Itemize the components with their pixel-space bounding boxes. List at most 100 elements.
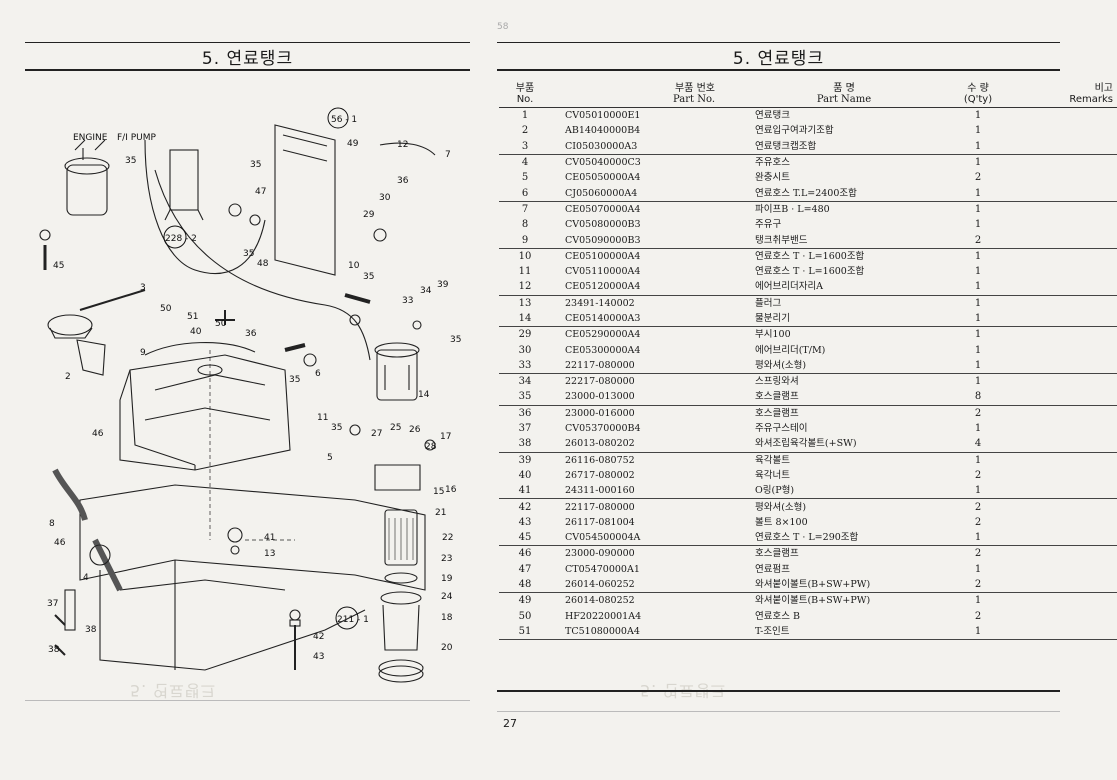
bracket-column: [169, 149, 199, 211]
callout-label: 23: [441, 554, 452, 564]
cell-part-name: 연료탱크캡조합: [737, 138, 933, 155]
cell-remarks: [1023, 436, 1117, 453]
cell-remarks: [1023, 530, 1117, 547]
cell-part-number: CE05100000A4: [565, 250, 641, 262]
left-bottom-rule: [25, 700, 470, 701]
cell-quantity: 1: [974, 563, 982, 575]
cell-item-no: 30: [518, 344, 532, 356]
cell-part-number: 23000-090000: [565, 548, 635, 560]
cell-quantity: 1: [933, 279, 1023, 296]
cell-quantity: 1: [974, 219, 982, 231]
bleed-through-text-right: 5. 연료탱크: [640, 681, 727, 700]
cell-part-number: CJ05060000A4: [551, 185, 737, 202]
callout-label: 6: [315, 369, 321, 379]
right-page-title: 5. 연료탱크: [732, 49, 825, 69]
header-part-no-en: Part No.: [673, 94, 715, 105]
cell-remarks: [1023, 609, 1117, 624]
cell-remarks: [1023, 327, 1117, 343]
retaining-ring: [378, 659, 424, 677]
cell-quantity: 2: [933, 232, 1023, 249]
cell-remarks: [1023, 515, 1117, 530]
cell-quantity: 1: [974, 250, 982, 262]
header-remarks-en: Remarks: [1069, 94, 1113, 105]
cell-quantity: 1: [933, 138, 1023, 155]
cell-quantity: 1: [933, 185, 1023, 202]
callout-label: 24: [441, 592, 453, 602]
page-number: 27: [503, 717, 517, 730]
cell-remarks: [1023, 170, 1117, 185]
header-qty-ko: 수 량: [967, 83, 989, 94]
table-row: 34 22217-080000 스프링와셔 1: [499, 374, 1117, 390]
cell-remarks: [1023, 295, 1117, 311]
callout-label: 8: [49, 519, 55, 529]
cell-part-number: 22217-080000: [565, 376, 635, 388]
cell-part-name: 스프링와셔: [755, 376, 799, 388]
callout-label: 38: [48, 645, 60, 655]
callout-label: 49: [347, 139, 359, 149]
cell-part-number: 26013-080202: [551, 436, 737, 453]
cell-part-name: 주유구: [755, 219, 782, 231]
cell-quantity: 2: [974, 610, 982, 622]
cell-remarks: [1023, 108, 1117, 124]
cell-part-number: 22117-080000: [551, 357, 737, 375]
cell-part-name: 연료호스 T.L=2400조합: [737, 185, 933, 202]
cell-remarks: [1023, 405, 1117, 421]
callout-label: 7: [445, 150, 451, 160]
callout-label: 50: [160, 304, 172, 314]
cell-part-name: 호스클램프: [755, 407, 799, 419]
cell-item-no: 5: [521, 172, 529, 184]
cell-quantity: 1: [974, 595, 982, 607]
cell-part-name: 연료펌프: [755, 563, 790, 575]
cell-part-name: 탱크취부밴드: [737, 232, 933, 249]
cell-item-no: 11: [518, 266, 532, 278]
cell-item-no: 13: [518, 297, 532, 309]
cell-part-name: 육각너트: [755, 469, 790, 481]
cell-quantity: 1: [974, 110, 982, 122]
callout-label: 9: [140, 348, 146, 358]
cell-item-no: 45: [499, 530, 551, 547]
cell-part-number: TC51080000A4: [551, 623, 737, 641]
cell-item-no: 34: [518, 376, 532, 388]
cell-part-name: 플러그: [755, 297, 782, 309]
cell-part-number: 23000-016000: [565, 407, 635, 419]
right-bottom-rule-thin: [497, 711, 1060, 712]
filter-bowl: [382, 604, 420, 651]
callout-label: 35: [331, 423, 342, 433]
cell-quantity: 1: [933, 310, 1023, 328]
left-page-title: 5. 연료탱크: [201, 49, 294, 69]
cell-item-no: 36: [518, 407, 532, 419]
cell-remarks: [1023, 185, 1117, 202]
callout-label: 14: [418, 390, 430, 400]
cell-remarks: [1023, 248, 1117, 264]
cell-part-number: 24311-000160: [551, 483, 737, 500]
cell-quantity: 1: [974, 376, 982, 388]
cell-remarks: [1023, 499, 1117, 515]
cell-part-number: CV054500004A: [551, 530, 737, 547]
cell-part-number: 22117-080000: [565, 501, 635, 513]
cell-part-name: 주유구스테이: [755, 423, 808, 435]
cell-part-name: O링(P형): [737, 483, 933, 500]
cell-item-no: 12: [499, 279, 551, 296]
cell-remarks: [1023, 421, 1117, 436]
callout-label: 15: [433, 487, 444, 497]
callout-label: 5: [327, 453, 333, 463]
cell-part-name: 주유호스: [755, 157, 790, 169]
frame-rail: [99, 570, 366, 671]
cell-item-no: 35: [499, 389, 551, 406]
callout-label: 51: [187, 312, 198, 322]
callout-label: 47: [255, 187, 266, 197]
cell-remarks: [1023, 232, 1117, 249]
callout-label: 13: [264, 549, 275, 559]
callout-label: 50: [215, 319, 227, 329]
callout-label: 35: [250, 160, 261, 170]
